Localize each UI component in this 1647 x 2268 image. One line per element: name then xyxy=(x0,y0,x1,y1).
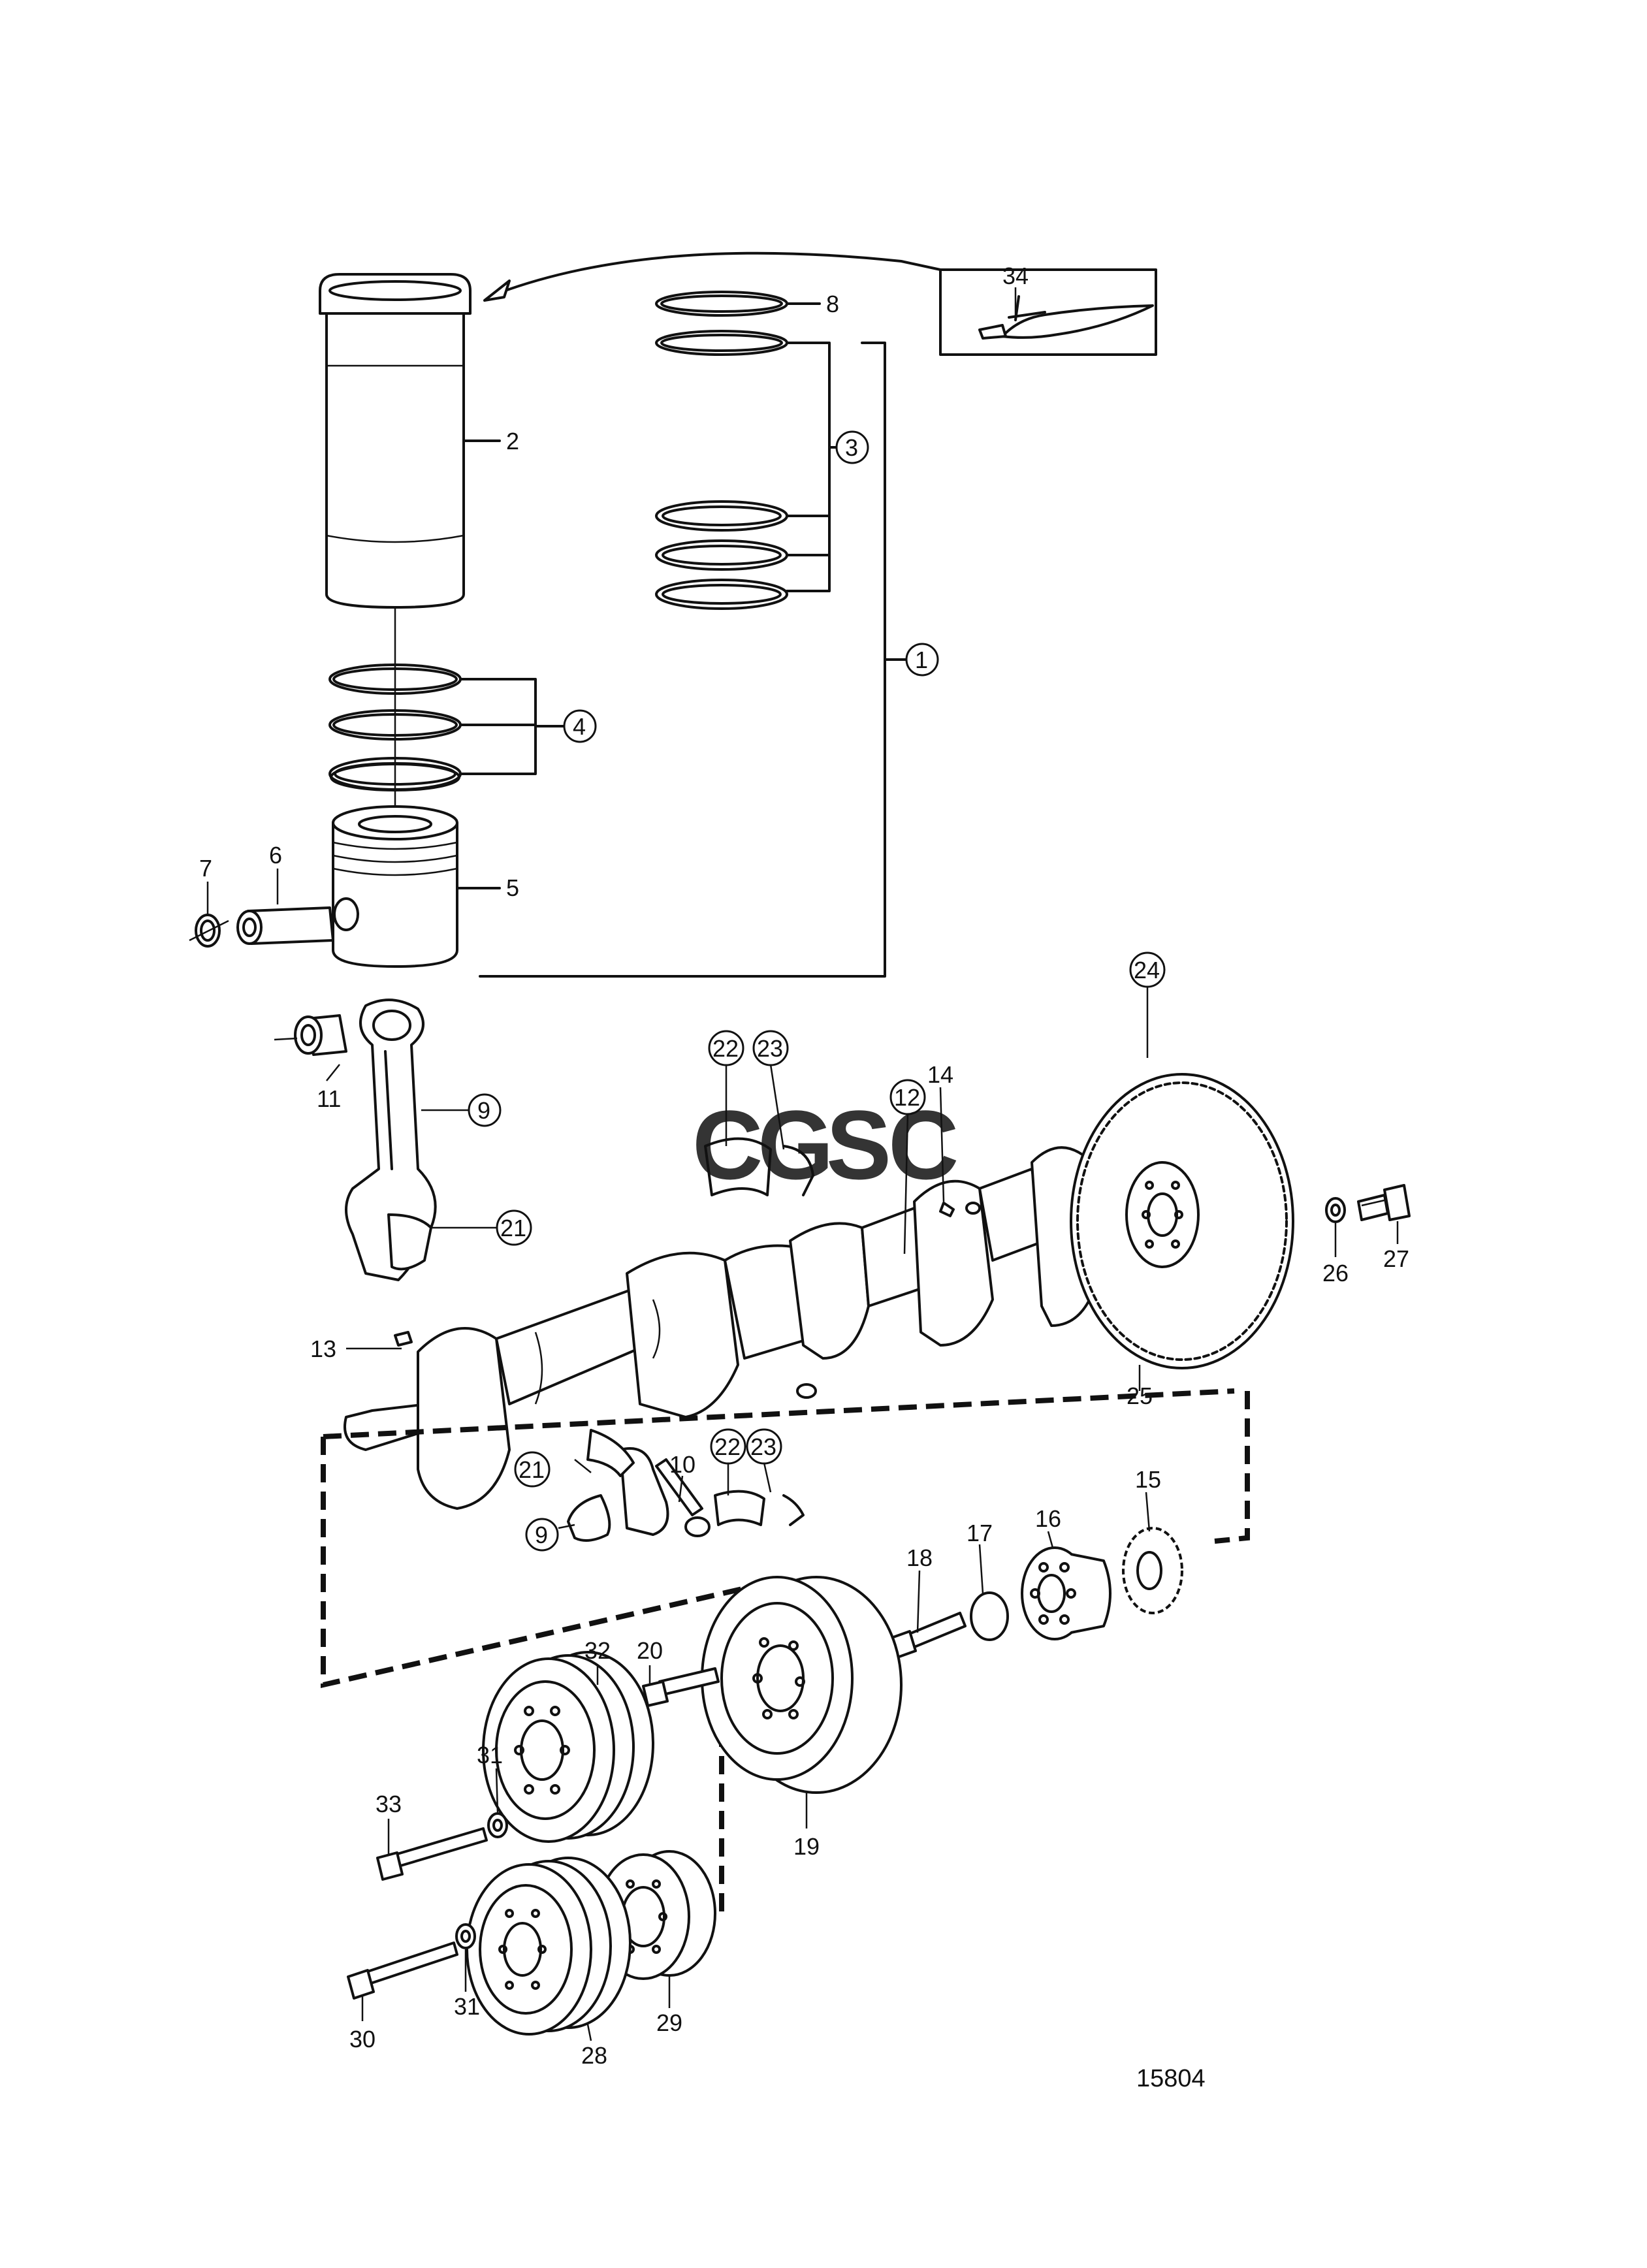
pulley-upper xyxy=(482,1651,654,1843)
circled-callout-4: 4 xyxy=(563,709,597,743)
leader-lines xyxy=(206,287,1399,2041)
pulley-bolt-lower xyxy=(347,1941,458,2000)
label-22-upper: 22 xyxy=(712,1035,739,1062)
label-21-upper: 21 xyxy=(500,1215,526,1241)
washer-lower xyxy=(455,1923,476,1949)
circled-callout-1: 1 xyxy=(905,643,939,677)
label-7: 7 xyxy=(199,855,212,882)
label-28: 28 xyxy=(581,2042,607,2069)
label-24: 24 xyxy=(1134,957,1160,983)
callout-brackets xyxy=(456,302,909,978)
label-23-lower: 23 xyxy=(750,1433,776,1460)
label-2: 2 xyxy=(506,428,519,455)
flywheel-washer xyxy=(1325,1197,1346,1223)
label-9-lower: 9 xyxy=(535,1522,548,1548)
piston-rings-set xyxy=(328,663,462,791)
label-30: 30 xyxy=(349,2026,376,2052)
label-31-upper: 31 xyxy=(477,1742,503,1768)
label-10: 10 xyxy=(669,1451,696,1478)
washer-upper xyxy=(487,1812,508,1838)
circled-callout-3: 3 xyxy=(835,430,869,464)
crankshaft-key xyxy=(394,1331,413,1347)
watermark-letter-c2: C xyxy=(888,1090,959,1200)
label-33: 33 xyxy=(376,1791,402,1817)
label-31-lower: 31 xyxy=(454,1993,480,2020)
piston xyxy=(332,805,458,968)
label-9-upper: 9 xyxy=(477,1097,490,1124)
label-32: 32 xyxy=(584,1637,611,1664)
circled-callout-22-upper: 22 xyxy=(708,1030,744,1066)
small-end-bushing xyxy=(274,1014,347,1056)
compression-rings xyxy=(655,291,788,610)
label-14: 14 xyxy=(927,1061,953,1088)
label-3: 3 xyxy=(845,434,858,461)
vibration-damper xyxy=(701,1576,903,1794)
rod-cap-lower xyxy=(567,1429,711,1542)
sealant-arrowhead xyxy=(483,280,511,302)
circled-callout-12: 12 xyxy=(889,1079,926,1115)
piston-pin xyxy=(236,906,334,945)
watermark-letter-c1: C xyxy=(692,1090,763,1200)
label-34: 34 xyxy=(1002,263,1029,289)
label-15: 15 xyxy=(1135,1466,1161,1493)
label-20: 20 xyxy=(637,1637,663,1664)
watermark-letter-g: G xyxy=(758,1090,834,1200)
circled-callout-23-lower: 23 xyxy=(746,1428,782,1465)
label-18: 18 xyxy=(906,1544,933,1571)
circlip xyxy=(189,914,229,948)
circled-callout-22-lower: 22 xyxy=(710,1428,746,1465)
circled-callout-21-lower: 21 xyxy=(514,1451,551,1488)
label-4: 4 xyxy=(573,713,586,740)
front-end-boundary xyxy=(321,1388,1250,1689)
circled-callout-21-upper: 21 xyxy=(496,1209,532,1246)
label-29: 29 xyxy=(656,2009,682,2036)
label-1: 1 xyxy=(915,647,928,673)
sealant-inset xyxy=(939,268,1157,356)
circled-callout-24: 24 xyxy=(1129,951,1166,988)
main-bearing-shells-lower xyxy=(714,1490,805,1526)
sealant-arrow xyxy=(495,251,942,295)
main-bearing-shells-upper xyxy=(704,1137,814,1196)
label-16: 16 xyxy=(1035,1505,1061,1532)
label-22-lower: 22 xyxy=(714,1433,741,1460)
watermark: C G S C xyxy=(692,1090,959,1200)
spacer-washer xyxy=(970,1591,1009,1641)
connecting-rod xyxy=(345,998,437,1281)
pulley-bolt-upper xyxy=(376,1827,488,1881)
label-25: 25 xyxy=(1127,1382,1153,1409)
damper-bolt xyxy=(642,1667,720,1707)
pulley-lower xyxy=(466,1857,632,2036)
label-21-lower: 21 xyxy=(519,1456,545,1483)
pulley-bolt-center xyxy=(890,1612,967,1659)
label-26: 26 xyxy=(1322,1260,1349,1286)
flywheel xyxy=(1070,1073,1294,1369)
callout-labels: 2 8 5 6 7 11 13 14 25 26 27 10 15 16 17 … xyxy=(199,263,1409,2069)
circled-callout-9-upper: 9 xyxy=(468,1093,502,1127)
drawing-number: 15804 xyxy=(1136,2065,1206,2092)
label-17: 17 xyxy=(967,1520,993,1546)
label-27: 27 xyxy=(1383,1245,1409,1272)
crank-gear xyxy=(1122,1527,1183,1614)
label-8: 8 xyxy=(826,291,839,317)
label-12: 12 xyxy=(894,1084,920,1111)
label-19: 19 xyxy=(793,1833,820,1860)
label-11: 11 xyxy=(317,1085,341,1112)
cylinder-liner xyxy=(319,273,472,816)
label-13: 13 xyxy=(310,1335,336,1362)
label-23-upper: 23 xyxy=(757,1035,783,1062)
label-5: 5 xyxy=(506,874,519,901)
hub xyxy=(1021,1546,1111,1640)
circled-callout-23-upper: 23 xyxy=(752,1030,789,1066)
label-6: 6 xyxy=(269,842,282,869)
circled-callout-9-lower: 9 xyxy=(525,1518,559,1552)
watermark-letter-s: S xyxy=(826,1090,891,1200)
flywheel-bolt xyxy=(1357,1184,1411,1221)
